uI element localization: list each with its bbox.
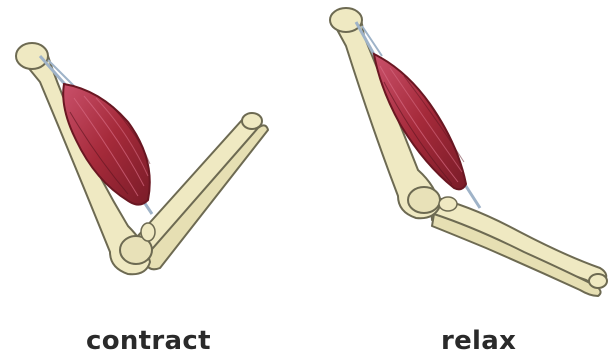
contracted-arm — [16, 43, 268, 274]
relax-label: relax — [441, 326, 516, 356]
forearm-bones-contracted — [136, 113, 268, 269]
contract-label: contract — [86, 326, 211, 356]
forearm-bones-relaxed — [430, 196, 607, 296]
relaxed-arm — [330, 8, 607, 296]
